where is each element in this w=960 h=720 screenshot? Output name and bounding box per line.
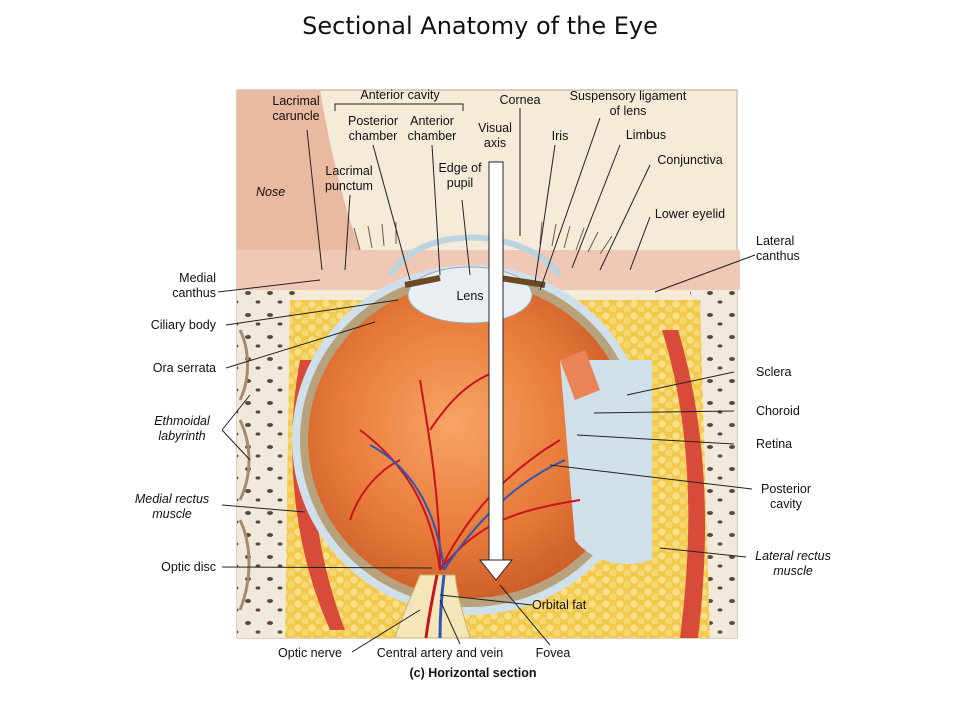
label-ora-serrata: Ora serrata xyxy=(153,361,216,375)
visual-axis-arrowhead xyxy=(478,559,514,581)
figure-caption: (c) Horizontal section xyxy=(409,666,536,680)
illustration-panel xyxy=(236,89,740,639)
label-choroid: Choroid xyxy=(756,404,800,418)
label-anterior-cavity: Anterior cavity xyxy=(360,88,440,102)
label-retina: Retina xyxy=(756,437,792,451)
label-sclera: Sclera xyxy=(756,365,791,379)
label-cornea: Cornea xyxy=(500,93,541,107)
sclera-cutaway xyxy=(560,360,652,564)
ethmoidal-labyrinth-bone xyxy=(237,290,300,638)
visual-axis-shaft xyxy=(488,161,504,561)
optic-nerve xyxy=(394,574,471,639)
label-lower-eyelid: Lower eyelid xyxy=(655,207,725,221)
lateral-rectus-muscle xyxy=(662,330,706,638)
nose-skin xyxy=(237,90,360,250)
label-central-artery-vein: Central artery and vein xyxy=(377,646,504,660)
leader-lines xyxy=(217,103,756,653)
label-optic-disc: Optic disc xyxy=(161,560,216,574)
label-ciliary-body: Ciliary body xyxy=(151,318,217,332)
page-title: Sectional Anatomy of the Eye xyxy=(302,12,658,40)
label-iris: Iris xyxy=(552,129,569,143)
iris xyxy=(404,275,546,288)
label-fovea: Fovea xyxy=(536,646,571,660)
label-conjunctiva: Conjunctiva xyxy=(657,153,722,167)
label-nose: Nose xyxy=(256,185,285,199)
label-lens: Lens xyxy=(456,289,483,303)
label-limbus: Limbus xyxy=(626,128,666,142)
label-orbital-fat: Orbital fat xyxy=(532,598,587,612)
label-optic-nerve: Optic nerve xyxy=(278,646,342,660)
posterior-cavity xyxy=(308,282,632,598)
